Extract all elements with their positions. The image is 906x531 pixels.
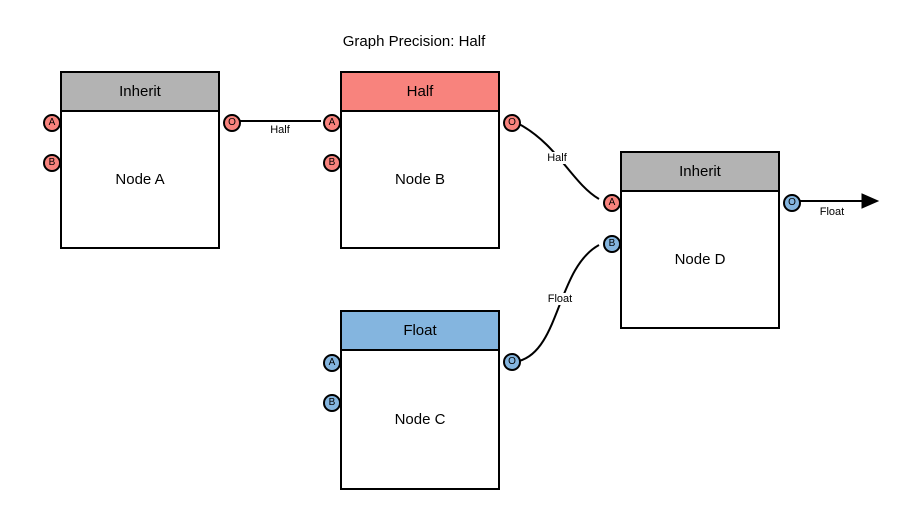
edge-label-c-to-d: Float: [545, 293, 575, 305]
edge-nodec-to-noded: [518, 244, 600, 362]
node-b-port-o: O: [503, 114, 521, 132]
node-a-label: Node A: [115, 171, 165, 188]
node-d-port-b: B: [603, 235, 621, 253]
node-d-port-a: A: [603, 194, 621, 212]
node-d-port-o: O: [783, 194, 801, 212]
node-c-port-b: B: [323, 394, 341, 412]
node-b-precision-header: Half: [342, 73, 498, 112]
node-b-port-a: A: [323, 114, 341, 132]
node-c-label: Node C: [394, 411, 446, 428]
edge-label-b-to-d: Half: [545, 152, 569, 164]
node-a-precision-header: Inherit: [62, 73, 218, 112]
node-d-label: Node D: [674, 251, 726, 268]
node-c-port-a: A: [323, 354, 341, 372]
node-d-precision-header: Inherit: [622, 153, 778, 192]
node-c-port-o: O: [503, 353, 521, 371]
node-b-port-b: B: [323, 154, 341, 172]
node-b: Half Node B A B O: [323, 71, 521, 249]
edge-label-d-output: Float: [817, 206, 847, 218]
node-a: Inherit Node A A B O: [43, 71, 241, 249]
node-d: Inherit Node D A B O: [603, 151, 801, 329]
diagram-title: Graph Precision: Half: [342, 33, 486, 50]
arrowhead-icon: [861, 193, 880, 209]
node-a-port-b: B: [43, 154, 61, 172]
node-a-port-a: A: [43, 114, 61, 132]
edge-label-a-to-b: Half: [268, 124, 292, 136]
node-c-precision-header: Float: [342, 312, 498, 351]
node-a-port-o: O: [223, 114, 241, 132]
node-c: Float Node C A B O: [323, 310, 521, 490]
node-b-label: Node B: [394, 171, 446, 188]
